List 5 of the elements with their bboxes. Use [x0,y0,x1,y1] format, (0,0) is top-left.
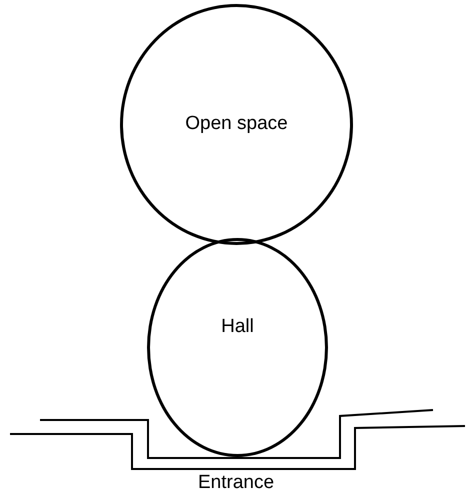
circle-shape [147,238,328,457]
area-label: Open space [185,112,288,136]
area-label: Hall [221,315,254,340]
circle-shape [120,4,353,245]
entrance-label: Entrance [198,472,274,494]
